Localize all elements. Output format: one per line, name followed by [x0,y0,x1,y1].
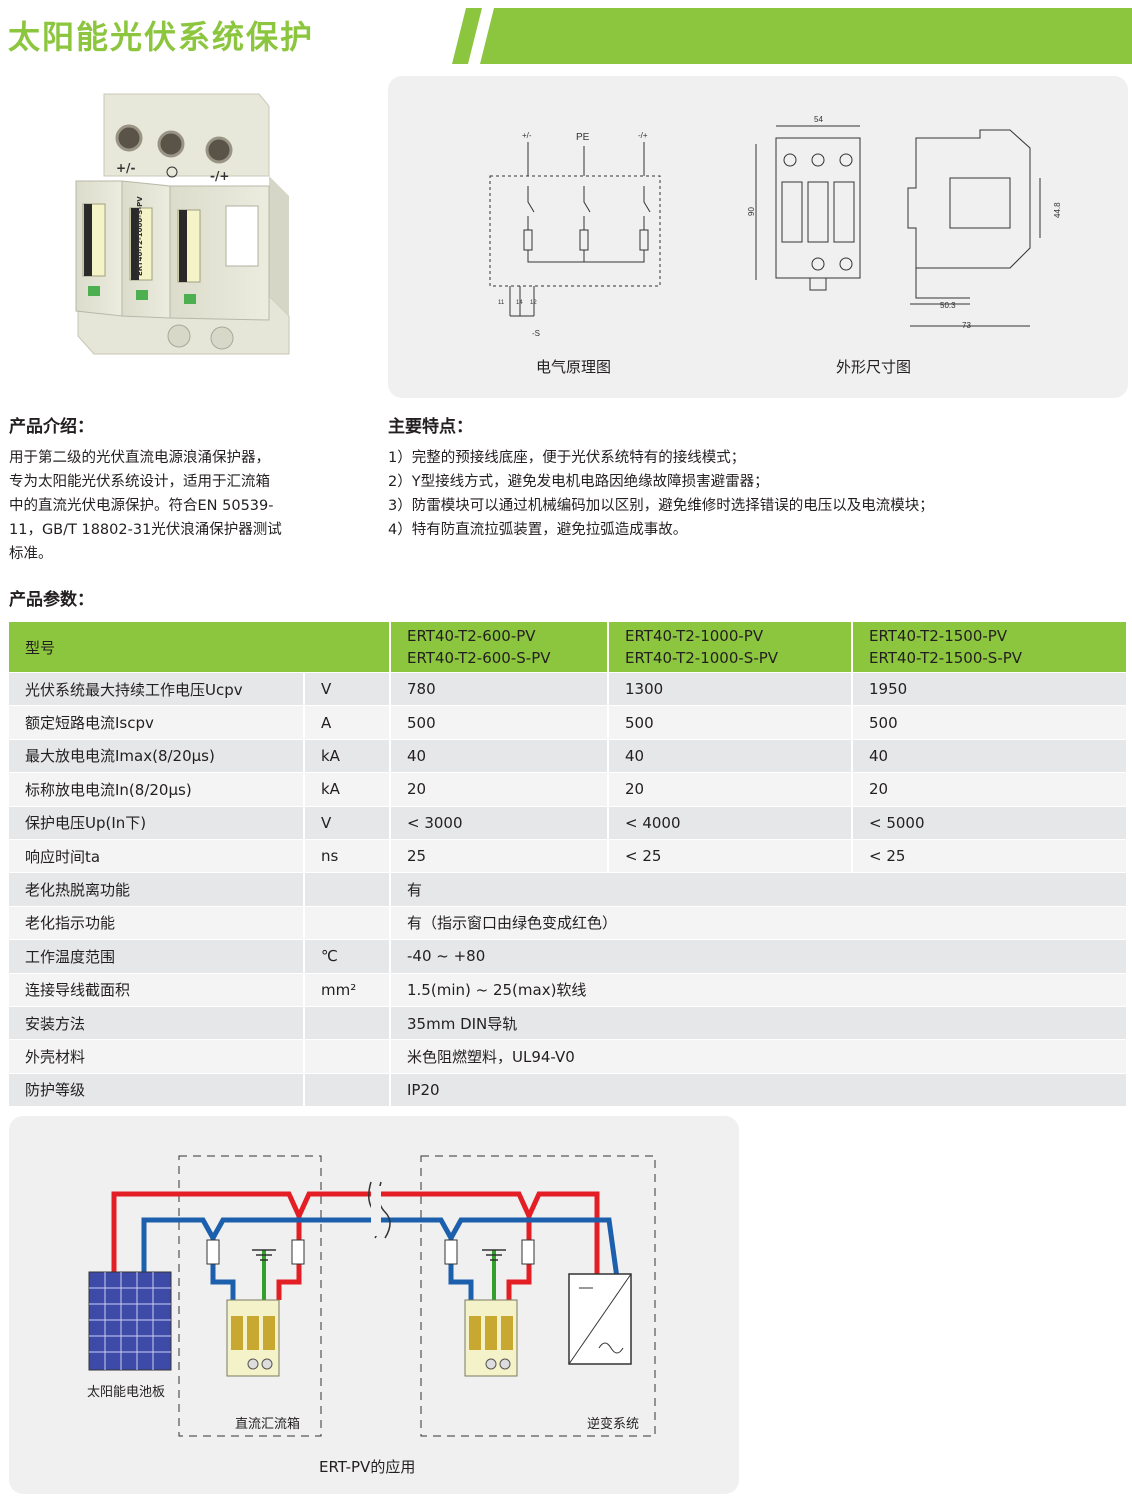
feature-item: 3）防雷模块可以通过机械编码加以区别，避免维修时选择错误的电压以及电流模块； [388,498,934,514]
module-label: ERT40-T2-1000-S-PV [136,196,144,276]
dimension-caption: 外形尺寸图 [836,358,912,376]
terminal-label-plus: +/- [116,161,135,175]
feature-item: 1）完整的预接线底座，便于光伏系统特有的接线模式； [388,450,746,466]
table-row: 防护等级 IP20 [9,1073,1126,1108]
svg-text:11: 11 [498,300,505,306]
inverter-label: 逆变系统 [587,1416,639,1432]
product-photo: +/- -/+ ERT40-T2-1000-S-PV [75,93,290,355]
svg-text:-/+: -/+ [638,131,648,140]
intro-heading: 产品介绍： [9,417,94,437]
svg-text:-S: -S [532,329,540,338]
features-heading: 主要特点： [388,417,473,437]
table-row: 老化指示功能 有（指示窗口由绿色变成红色） [9,906,1126,941]
application-caption: ERT-PV的应用 [319,1458,415,1476]
dimension-drawing: 54 90 44.8 50.3 73 [747,115,1062,330]
table-row: 安装方法 35mm DIN导轨 [9,1006,1126,1041]
solar-panel-label: 太阳能电池板 [87,1385,165,1400]
table-row: 保护电压Up(In下)V < 3000< 4000< 5000 [9,806,1126,840]
application-diagram: 太阳能电池板 直流汇流箱 逆变系统 ERT-PV的应用 [87,1155,656,1476]
svg-text:+/-: +/- [522,131,532,140]
svg-text:54: 54 [814,115,823,124]
features-list: 1）完整的预接线底座，便于光伏系统特有的接线模式； 2）Y型接线方式，避免发电机… [388,446,1128,542]
electrical-caption: 电气原理图 [536,358,612,376]
electrical-schematic: +/- PE -/+ 11 14 12 -S [489,131,661,338]
feature-item: 4）特有防直流拉弧装置，避免拉弧造成事故。 [388,522,688,538]
table-row: 工作温度范围℃ -40 ~ +80 [9,939,1126,974]
svg-text:90: 90 [747,207,756,216]
header-accent-bar [452,8,1132,64]
params-heading: 产品参数： [9,590,94,610]
svg-text:PE: PE [576,132,590,143]
feature-item: 2）Y型接线方式，避免发电机电路因绝缘故障损害避雷器； [388,474,769,490]
intro-text: 用于第二级的光伏直流电源浪涌保护器， 专为太阳能光伏系统设计，适用于汇流箱 中的… [9,450,282,562]
svg-text:44.8: 44.8 [1053,202,1062,218]
terminal-label-minus: -/+ [210,169,229,183]
combiner-label: 直流汇流箱 [235,1416,300,1432]
table-row: 外壳材料 米色阻燃塑料，UL94-V0 [9,1039,1126,1074]
svg-text:50.3: 50.3 [940,301,956,310]
table-row: 老化热脱离功能 有 [9,872,1126,907]
model-header: 型号 [9,622,391,673]
page-title: 太阳能光伏系统保护 [8,18,315,56]
